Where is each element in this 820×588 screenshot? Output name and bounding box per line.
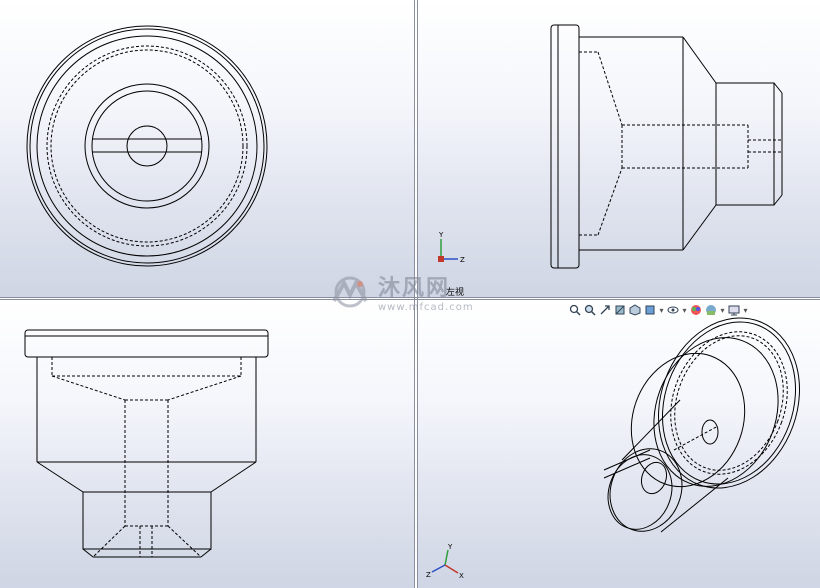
isometric-view-drawing: Y X Z [426,317,800,580]
view-orientation-icon[interactable] [628,303,642,317]
zoom-area-icon[interactable] [583,303,597,317]
dropdown-arrow-icon[interactable]: ▾ [720,305,725,315]
view-name-label: 左视 [446,288,465,297]
side-view-drawing: Y Z [438,24,783,269]
dropdown-arrow-icon[interactable]: ▾ [743,305,748,315]
top-view-drawing [24,329,269,558]
apply-scene-icon[interactable] [704,303,718,317]
axis-triad [438,239,458,262]
viewport-side[interactable]: Y Z 左视 [418,0,820,297]
dropdown-arrow-icon[interactable]: ▾ [659,305,664,315]
viewport-isometric[interactable]: Y X Z [418,300,820,588]
divider [417,0,418,588]
horizontal-splitter[interactable] [0,297,820,300]
display-style-icon[interactable] [643,303,657,317]
divider [414,0,415,588]
iso-triad-y-label: Y [447,543,453,551]
vertical-splitter[interactable] [414,0,418,588]
view-settings-icon[interactable] [727,303,741,317]
front-view-drawing [26,25,268,267]
iso-axis-triad [431,549,459,574]
triad-y-label: Y [438,231,444,239]
divider [0,299,820,300]
previous-view-icon[interactable] [598,303,612,317]
section-view-icon[interactable] [613,303,627,317]
triad-z-label: Z [460,256,465,264]
heads-up-view-toolbar: ▾ ▾ ▾ ▾ [568,302,749,318]
dropdown-arrow-icon[interactable]: ▾ [682,305,687,315]
divider [0,297,820,298]
edit-appearance-icon[interactable] [689,303,703,317]
iso-triad-x-label: X [459,572,464,580]
viewport-top[interactable] [0,300,414,588]
iso-triad-z-label: Z [426,571,431,579]
zoom-to-fit-icon[interactable] [568,303,582,317]
viewport-front[interactable] [0,0,414,297]
hide-show-icon[interactable] [666,303,680,317]
